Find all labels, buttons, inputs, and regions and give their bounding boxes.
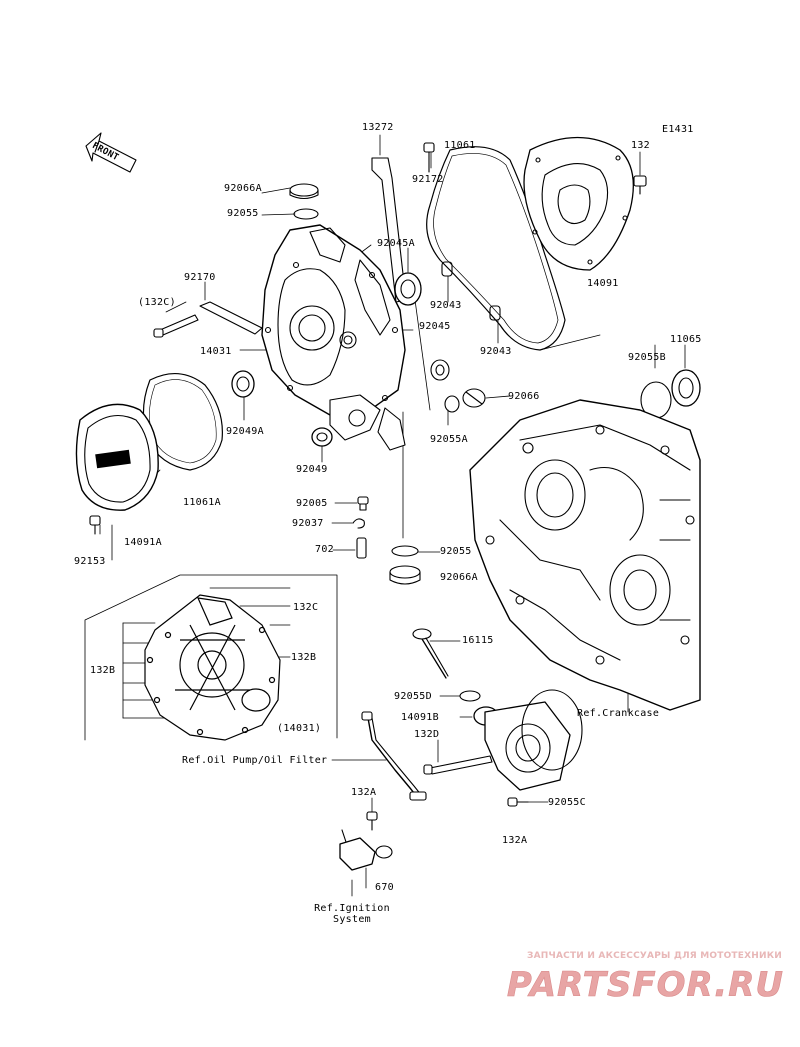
ref-ignition-line1: Ref.Ignition (314, 903, 390, 914)
part-label-132b-left: 132B (90, 665, 116, 676)
part-label-92055: 92055 (227, 208, 259, 219)
part-label-92055b: 92055B (628, 352, 666, 363)
stator-cover-detail (144, 594, 281, 741)
bolt-92172 (423, 142, 435, 173)
part-label-132a-left: 132A (351, 787, 377, 798)
watermark-tagline: ЗАПЧАСТИ И АКСЕССУАРЫ ДЛЯ МОТОТЕХНИКИ (527, 951, 782, 961)
part-label-92170: 92170 (184, 272, 216, 283)
bolt-132a-right (507, 797, 529, 807)
part-label-11061: 11061 (444, 140, 476, 151)
part-label-14091a: 14091A (124, 537, 162, 548)
cap-92066a-mid (389, 565, 421, 585)
part-label-92066a: 92066A (224, 183, 262, 194)
part-label-702: 702 (315, 544, 334, 555)
part-label-92066: 92066 (508, 391, 540, 402)
part-label-92055d: 92055D (394, 691, 432, 702)
ref-oil-pump: Ref.Oil Pump/Oil Filter (182, 755, 328, 766)
seal-92049 (311, 427, 333, 447)
part-label-132: 132 (631, 140, 650, 151)
part-label-92005: 92005 (296, 498, 328, 509)
part-label-132a-right: 132A (502, 835, 528, 846)
pin-92170 (199, 301, 263, 335)
o-ring-92055c (521, 689, 583, 771)
part-label-92049: 92049 (296, 464, 328, 475)
dipstick-16115 (412, 628, 449, 679)
main-cover-14031 (261, 224, 406, 451)
dowel-pin-92043-a (441, 261, 453, 277)
o-ring-92055d (459, 690, 481, 702)
front-arrow-icon (85, 132, 137, 173)
ref-ignition-line2: System (333, 914, 371, 925)
part-label-92153: 92153 (74, 556, 106, 567)
cover-14091b (473, 701, 571, 791)
ref-crankcase: Ref.Crankcase (577, 708, 660, 719)
part-label-92043-a: 92043 (430, 300, 462, 311)
bolt-132c (153, 314, 199, 338)
cover-14091 (523, 136, 634, 271)
o-ring-92055-mid (391, 545, 419, 557)
part-label-13272: 13272 (362, 122, 394, 133)
part-label-14031: 14031 (200, 346, 232, 357)
o-ring-92055-top (293, 208, 319, 220)
clip-92037 (352, 518, 365, 529)
filler-cap-92066a-top (289, 183, 319, 200)
part-label-16115: 16115 (462, 635, 494, 646)
part-label-92172: 92172 (412, 174, 444, 185)
part-label-132b-right: 132B (291, 652, 317, 663)
part-label-92055c: 92055C (548, 797, 586, 808)
bolt-132-top (633, 175, 647, 195)
pin-702 (356, 537, 367, 559)
part-label-11061a: 11061A (183, 497, 221, 508)
part-label-132d: 132D (414, 729, 440, 740)
o-ring-92055a (444, 395, 460, 413)
seal-92045 (430, 359, 450, 381)
part-label-14031-paren: (14031) (277, 723, 322, 734)
seal-92045a (394, 272, 422, 306)
bolt-132d (423, 755, 493, 775)
watermark-logo: PARTSFOR.RU (507, 965, 784, 1006)
cover-11065 (671, 369, 701, 407)
seal-92049a (231, 370, 255, 398)
part-label-132c: 132C (293, 602, 319, 613)
dowel-pin-92043-b (489, 305, 501, 321)
part-label-14091: 14091 (587, 278, 619, 289)
part-label-92055-mid: 92055 (440, 546, 472, 557)
part-label-92049a: 92049A (226, 426, 264, 437)
part-label-92055a: 92055A (430, 434, 468, 445)
part-label-92045a: 92045A (377, 238, 415, 249)
part-label-14091b: 14091B (401, 712, 439, 723)
part-label-670: 670 (375, 882, 394, 893)
part-label-132c-paren: (132C) (138, 297, 176, 308)
plug-92066 (462, 388, 486, 408)
sensor-670 (339, 829, 393, 871)
part-label-92066a-mid: 92066A (440, 572, 478, 583)
gasket-11061 (426, 146, 566, 351)
diagram-code: E1431 (662, 124, 694, 135)
bolt-92005 (357, 496, 369, 511)
left-cover-14091a (75, 403, 159, 511)
watermark-logo-text: PARTSFOR.RU (507, 965, 784, 1005)
bolt-132a-left (366, 811, 378, 831)
part-label-11065: 11065 (670, 334, 702, 345)
crankcase (469, 399, 701, 711)
bolt-92153 (89, 515, 101, 535)
part-label-92043-b: 92043 (480, 346, 512, 357)
oil-pipe (361, 711, 427, 801)
part-label-92045: 92045 (419, 321, 451, 332)
part-label-92037: 92037 (292, 518, 324, 529)
